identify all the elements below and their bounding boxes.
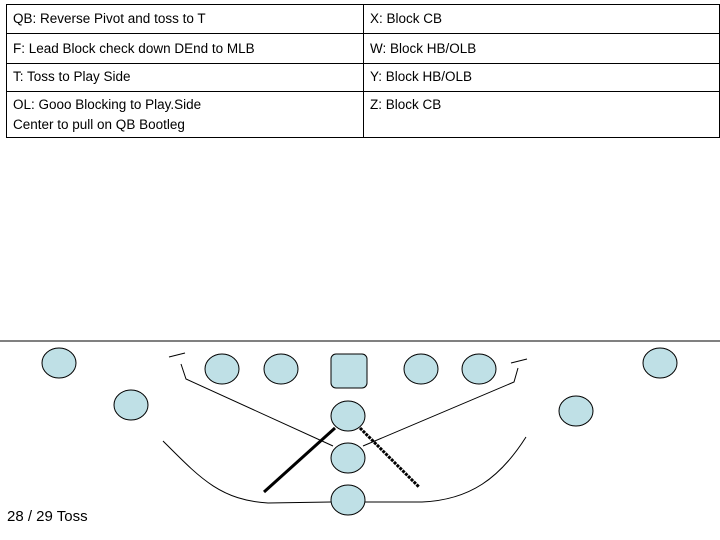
table-row: QB: Reverse Pivot and toss to T X: Block… [6, 4, 720, 34]
player-quarterback [330, 400, 366, 432]
player-left-tackle [204, 353, 240, 385]
z-assignment: Z: Block CB [363, 91, 720, 138]
table-row: OL: Gooo Blocking to Play.Side Center to… [6, 91, 720, 138]
left-arc-route [162, 440, 332, 504]
toss-route [262, 426, 337, 494]
right-tackle-block-mark [362, 358, 528, 447]
player-center [330, 353, 368, 389]
player-fullback [330, 442, 366, 474]
qb-assignment: QB: Reverse Pivot and toss to T [6, 4, 364, 34]
player-right-wing [558, 395, 594, 427]
player-right-guard [403, 353, 439, 385]
player-left-wing [113, 389, 149, 421]
left-tackle-block-mark [168, 352, 334, 447]
player-tailback [330, 484, 366, 516]
ol-assignment-line-1: OL: Gooo Blocking to Play.Side [13, 97, 202, 112]
t-assignment: T: Toss to Play Side [6, 63, 364, 92]
y-assignment: Y: Block HB/OLB [363, 63, 720, 92]
player-right-end [642, 347, 678, 379]
ol-assignment-line-2: Center to pull on QB Bootleg [13, 117, 185, 132]
table-row: T: Toss to Play Side Y: Block HB/OLB [6, 63, 720, 92]
assignment-table: QB: Reverse Pivot and toss to T X: Block… [6, 4, 720, 138]
table-row: F: Lead Block check down DEnd to MLB W: … [6, 33, 720, 64]
ol-assignment: OL: Gooo Blocking to Play.Side Center to… [6, 91, 364, 138]
pivot-route [358, 426, 421, 489]
w-assignment: W: Block HB/OLB [363, 33, 720, 64]
player-left-end [41, 347, 77, 379]
play-label: 28 / 29 Toss [7, 508, 88, 525]
player-left-guard [263, 353, 299, 385]
right-arc-route [365, 436, 527, 503]
x-assignment: X: Block CB [363, 4, 720, 34]
player-right-tackle [461, 353, 497, 385]
